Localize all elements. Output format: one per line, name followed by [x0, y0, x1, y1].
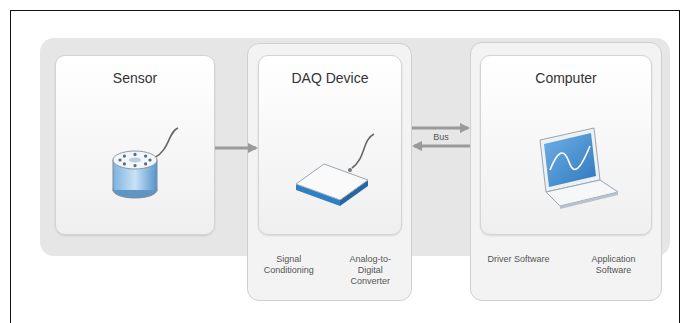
frame — [11, 11, 680, 323]
arrow-connector — [414, 144, 470, 147]
function-label: Application Software — [570, 254, 658, 276]
function-label: Signal Conditioning — [252, 254, 326, 287]
computer-card: Computer — [480, 55, 652, 235]
sensor-card: Sensor — [55, 55, 215, 235]
computer-panel: Driver Software Application Software Compu… — [470, 42, 662, 301]
sensor-icon — [113, 128, 178, 198]
bus-label: Bus — [431, 132, 451, 142]
daq-card: DAQ Device — [258, 55, 402, 235]
arrow-connector — [215, 146, 256, 149]
laptop-icon — [540, 128, 618, 209]
sub-label-row: Driver Software Application Software — [471, 254, 661, 276]
box-title: Sensor — [56, 70, 214, 86]
arrow-connector — [412, 126, 468, 129]
box-title: Computer — [481, 70, 651, 86]
sub-label-row: Signal ConditioningAnalog-to-Digital Con… — [248, 254, 411, 287]
box-title: DAQ Device — [259, 70, 401, 86]
daq-panel: Signal ConditioningAnalog-to-Digital Con… — [247, 43, 412, 301]
grey-band — [40, 38, 670, 256]
daq-device-icon — [296, 134, 374, 206]
function-label: Driver Software — [475, 254, 563, 276]
function-label: Analog-to-Digital Converter — [333, 254, 407, 287]
